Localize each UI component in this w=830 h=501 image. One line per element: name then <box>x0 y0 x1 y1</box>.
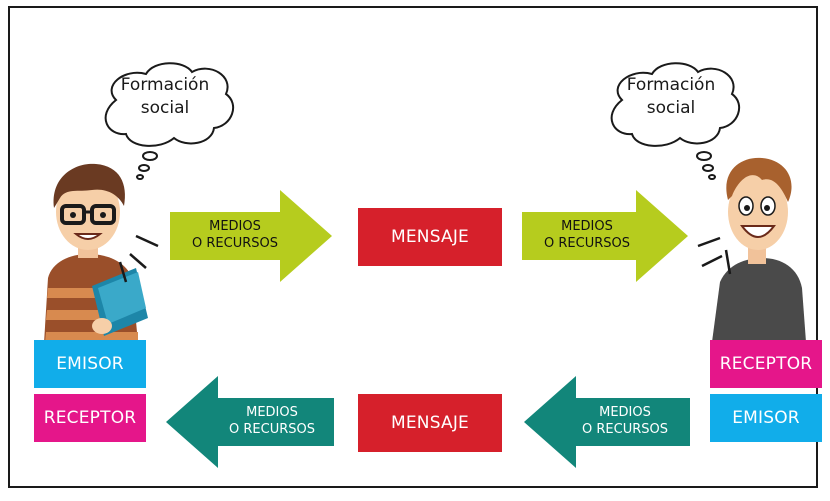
top-arrow-right-label: MEDIOS O RECURSOS <box>526 218 648 252</box>
top-arrow-right-line2: O RECURSOS <box>544 236 630 251</box>
bottom-arrow-left-shape <box>166 376 334 468</box>
top-arrow-left-label: MEDIOS O RECURSOS <box>180 218 290 252</box>
top-arrow-left-line1: MEDIOS <box>209 219 261 234</box>
top-arrow-medios-right: MEDIOS O RECURSOS <box>522 190 688 282</box>
right-thought-cloud <box>610 62 741 180</box>
top-arrow-right-shape <box>522 190 688 282</box>
left-thought-line2: social <box>140 98 190 118</box>
top-arrow-right-line1: MEDIOS <box>561 219 613 234</box>
top-arrow-left-line2: O RECURSOS <box>192 236 278 251</box>
left-thought-line1: Formación <box>120 75 210 95</box>
bottom-arrow-right-shape <box>524 376 690 468</box>
bottom-arrow-left-line1: MEDIOS <box>246 405 298 420</box>
top-arrow-medios-left: MEDIOS O RECURSOS <box>170 190 332 282</box>
left-person-illustration <box>44 163 159 343</box>
left-role-receptor: RECEPTOR <box>34 394 146 442</box>
left-thought-text: Formación social <box>100 74 230 120</box>
top-arrow-left-shape <box>170 190 332 282</box>
top-message-box: MENSAJE <box>358 208 502 266</box>
right-role-receptor: RECEPTOR <box>710 340 822 388</box>
left-role-emisor: EMISOR <box>34 340 146 388</box>
bottom-arrow-left-label: MEDIOS O RECURSOS <box>212 404 332 438</box>
right-thought-line2: social <box>646 98 696 118</box>
right-person-illustration <box>697 157 806 342</box>
right-role-emisor: EMISOR <box>710 394 822 442</box>
bottom-message-box: MENSAJE <box>358 394 502 452</box>
right-thought-text: Formación social <box>606 74 736 120</box>
bottom-arrow-right-line2: O RECURSOS <box>582 422 668 437</box>
left-thought-cloud <box>104 62 235 180</box>
bottom-arrow-right-label: MEDIOS O RECURSOS <box>562 404 688 438</box>
bottom-arrow-right-line1: MEDIOS <box>599 405 651 420</box>
bottom-arrow-left-line2: O RECURSOS <box>229 422 315 437</box>
bottom-arrow-medios-right: MEDIOS O RECURSOS <box>524 376 690 468</box>
right-thought-line1: Formación <box>626 75 716 95</box>
bottom-arrow-medios-left: MEDIOS O RECURSOS <box>166 376 334 468</box>
